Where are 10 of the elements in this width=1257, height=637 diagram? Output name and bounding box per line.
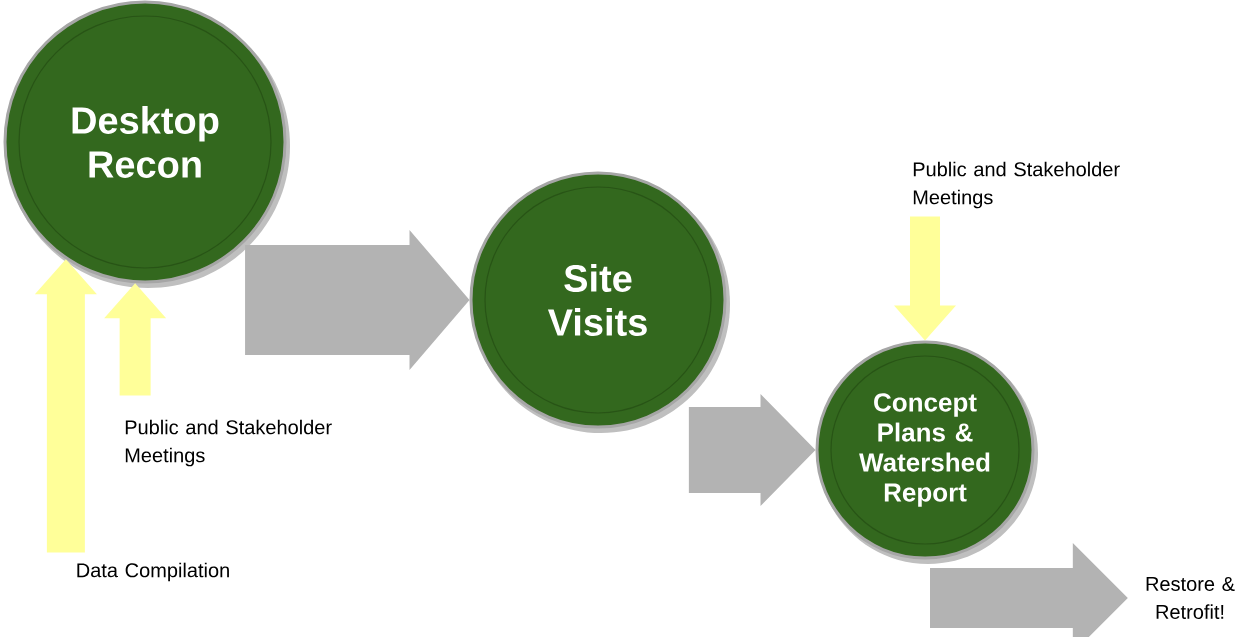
block-arrow — [688, 394, 816, 506]
block-arrow — [34, 259, 97, 553]
block-arrow — [930, 543, 1128, 637]
block-arrow — [104, 283, 167, 396]
note-text: Public and Stakeholder Meetings — [913, 161, 1120, 209]
note-text: Restore & Retrofit! — [1146, 577, 1235, 619]
note-text: Data Compilation — [77, 562, 229, 582]
block-arrow — [894, 216, 956, 341]
block-arrow — [245, 230, 470, 370]
note-text: Public and Stakeholder Meetings — [125, 419, 332, 467]
